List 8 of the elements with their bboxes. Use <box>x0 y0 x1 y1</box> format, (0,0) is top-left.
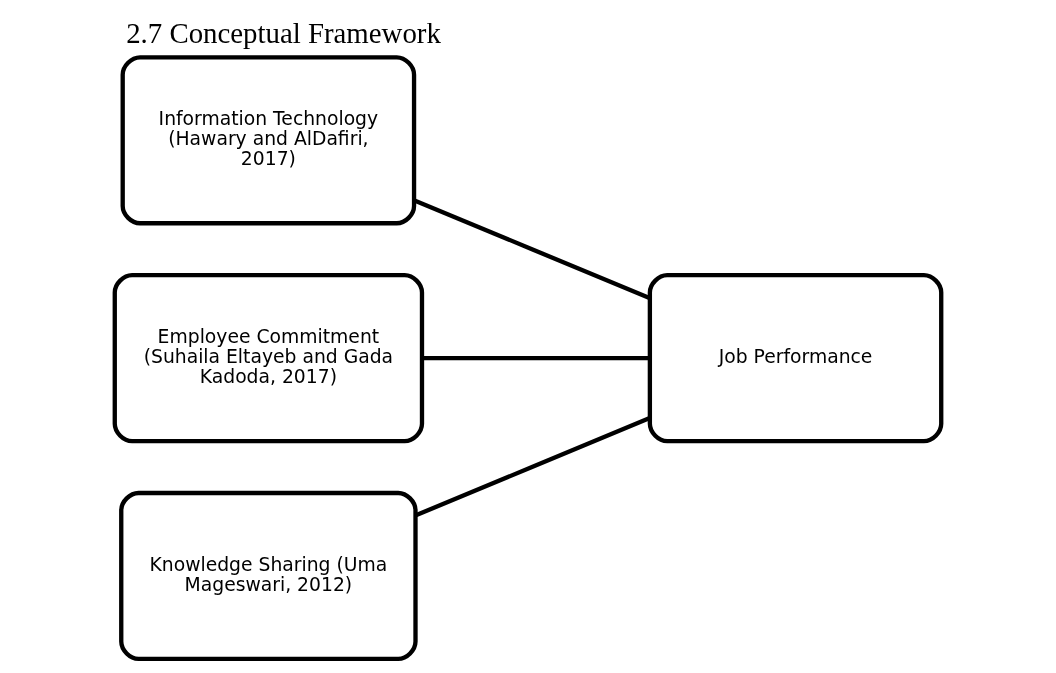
connector <box>413 198 651 301</box>
diagram-title: 2.7 Conceptual Framework <box>126 16 441 49</box>
node-box: Information Technology (Hawary and AlDafiri, 2017) <box>120 55 417 226</box>
connector <box>422 355 650 361</box>
node-box: Employee Commitment (Suhaila Eltayeb and Gada Kadoda, 2017) <box>112 273 425 444</box>
connector <box>415 416 651 518</box>
node-box: Job Performance <box>647 273 944 444</box>
node-box: Knowledge Sharing (Uma Mageswari, 2012) <box>119 490 418 662</box>
